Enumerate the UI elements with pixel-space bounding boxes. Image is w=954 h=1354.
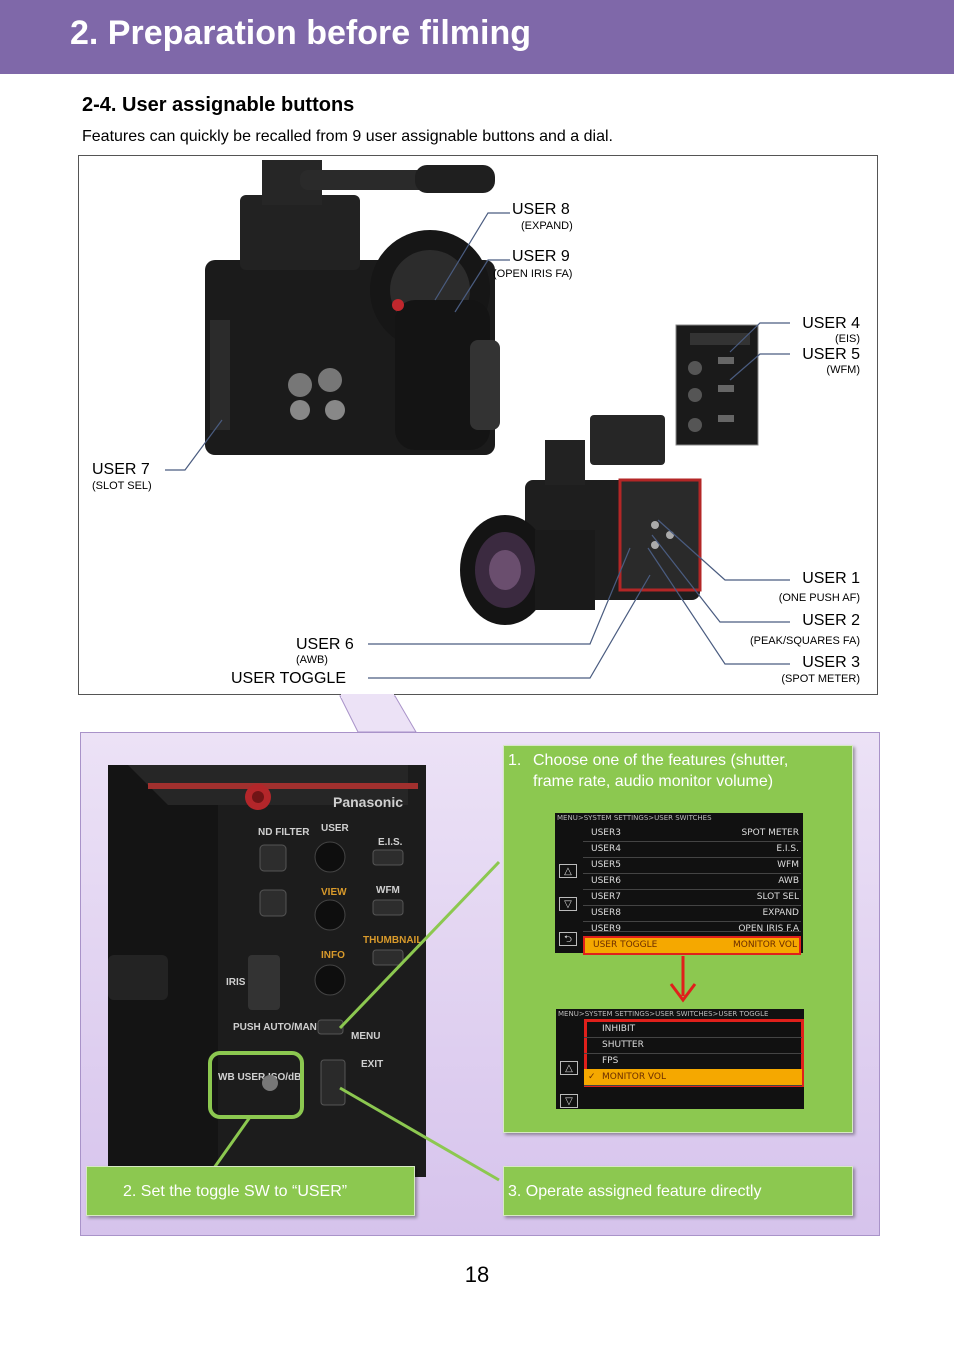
down-arrow-icon [669,956,697,1003]
user-switches-menu: MENU>SYSTEM SETTINGS>USER SWITCHES △ ▽ ⮌… [555,813,803,955]
user9-function: (OPEN IRIS FA) [493,268,573,280]
menu1-breadcrumb: MENU>SYSTEM SETTINGS>USER SWITCHES [557,814,712,822]
step1-line2: frame rate, audio monitor volume) [533,773,774,790]
toggle-switch-highlight [208,1051,304,1119]
svg-text:THUMBNAIL: THUMBNAIL [363,935,422,946]
menu2-breadcrumb: MENU>SYSTEM SETTINGS>USER SWITCHES>USER … [558,1010,769,1018]
svg-text:MENU: MENU [351,1031,380,1042]
svg-text:E.I.S.: E.I.S. [378,837,403,848]
button-panel-inset [675,324,759,446]
page-number: 18 [464,1262,490,1287]
brand-text: Panasonic [333,794,403,810]
section-intro: Features can quickly be recalled from 9 … [82,128,613,145]
user5-label: USER 5 [802,346,860,363]
user4-label: USER 4 [802,315,860,332]
svg-text:USER: USER [321,823,350,834]
menu2-option[interactable]: INHIBIT [584,1021,802,1038]
header-bar [0,0,954,74]
user2-label: USER 2 [802,612,860,629]
step1-box: 1. Choose one of the features (shutter, … [503,745,853,1133]
user7-label: USER 7 [92,461,150,478]
page-title: 2. Preparation before filming [70,14,531,52]
user3-function: (SPOT METER) [781,673,860,685]
svg-text:INFO: INFO [321,950,345,961]
user4-function: (EIS) [834,333,860,345]
user8-function: (EXPAND) [521,220,573,232]
step1-number: 1. [508,752,522,769]
svg-text:IRIS: IRIS [226,977,246,988]
svg-text:PUSH AUTO/MANU: PUSH AUTO/MANU [233,1022,324,1033]
user2-function: (PEAK/SQUARES FA) [749,635,860,647]
side-camera-image [460,415,702,625]
menu2-up-button[interactable]: △ [560,1061,578,1075]
user1-function: (ONE PUSH AF) [778,592,860,604]
svg-text:WB USER ISO/dB: WB USER ISO/dB [218,1072,301,1083]
menu1-up-button[interactable]: △ [559,864,577,878]
menu2-option-selected[interactable]: ✓MONITOR VOL [584,1069,802,1086]
svg-text:ND FILTER: ND FILTER [258,827,310,838]
menu1-down-button[interactable]: ▽ [559,897,577,911]
user3-label: USER 3 [802,654,860,671]
step2-box: 2. Set the toggle SW to “USER” [86,1166,415,1216]
menu2-option[interactable]: FPS [584,1053,802,1070]
camera-illustration [165,160,790,733]
user7-function: (SLOT SEL) [92,480,152,492]
user1-label: USER 1 [802,570,860,587]
svg-text:WFM: WFM [376,885,400,896]
step3-text: 3. Operate assigned feature directly [508,1183,762,1200]
menu2-option[interactable]: SHUTTER [584,1037,802,1054]
svg-text:VIEW: VIEW [321,887,347,898]
camera-closeup-image: Panasonic ND FILTER USER E.I.S. VIEW WFM… [108,765,426,1177]
svg-text:EXIT: EXIT [361,1059,383,1070]
section-title: 2-4. User assignable buttons [82,94,355,116]
user5-function: (WFM) [826,364,860,376]
step1-line1: Choose one of the features (shutter, [533,752,789,769]
step2-value: USER [297,1183,342,1200]
rear-camera-image [205,160,500,455]
user-toggle-menu: MENU>SYSTEM SETTINGS>USER SWITCHES>USER … [556,1009,804,1109]
check-icon: ✓ [588,1072,596,1082]
step3-box: 3. Operate assigned feature directly [503,1166,853,1216]
user6-label: USER 6 [296,636,354,653]
user-toggle-label: USER TOGGLE [231,670,346,687]
user6-function: (AWB) [296,654,328,666]
menu2-down-button[interactable]: ▽ [560,1094,578,1108]
step2-text: 2. Set the toggle SW to “USER” [123,1183,348,1200]
user8-label: USER 8 [512,201,570,218]
user9-label: USER 9 [512,248,570,265]
menu1-back-button[interactable]: ⮌ [559,932,577,946]
